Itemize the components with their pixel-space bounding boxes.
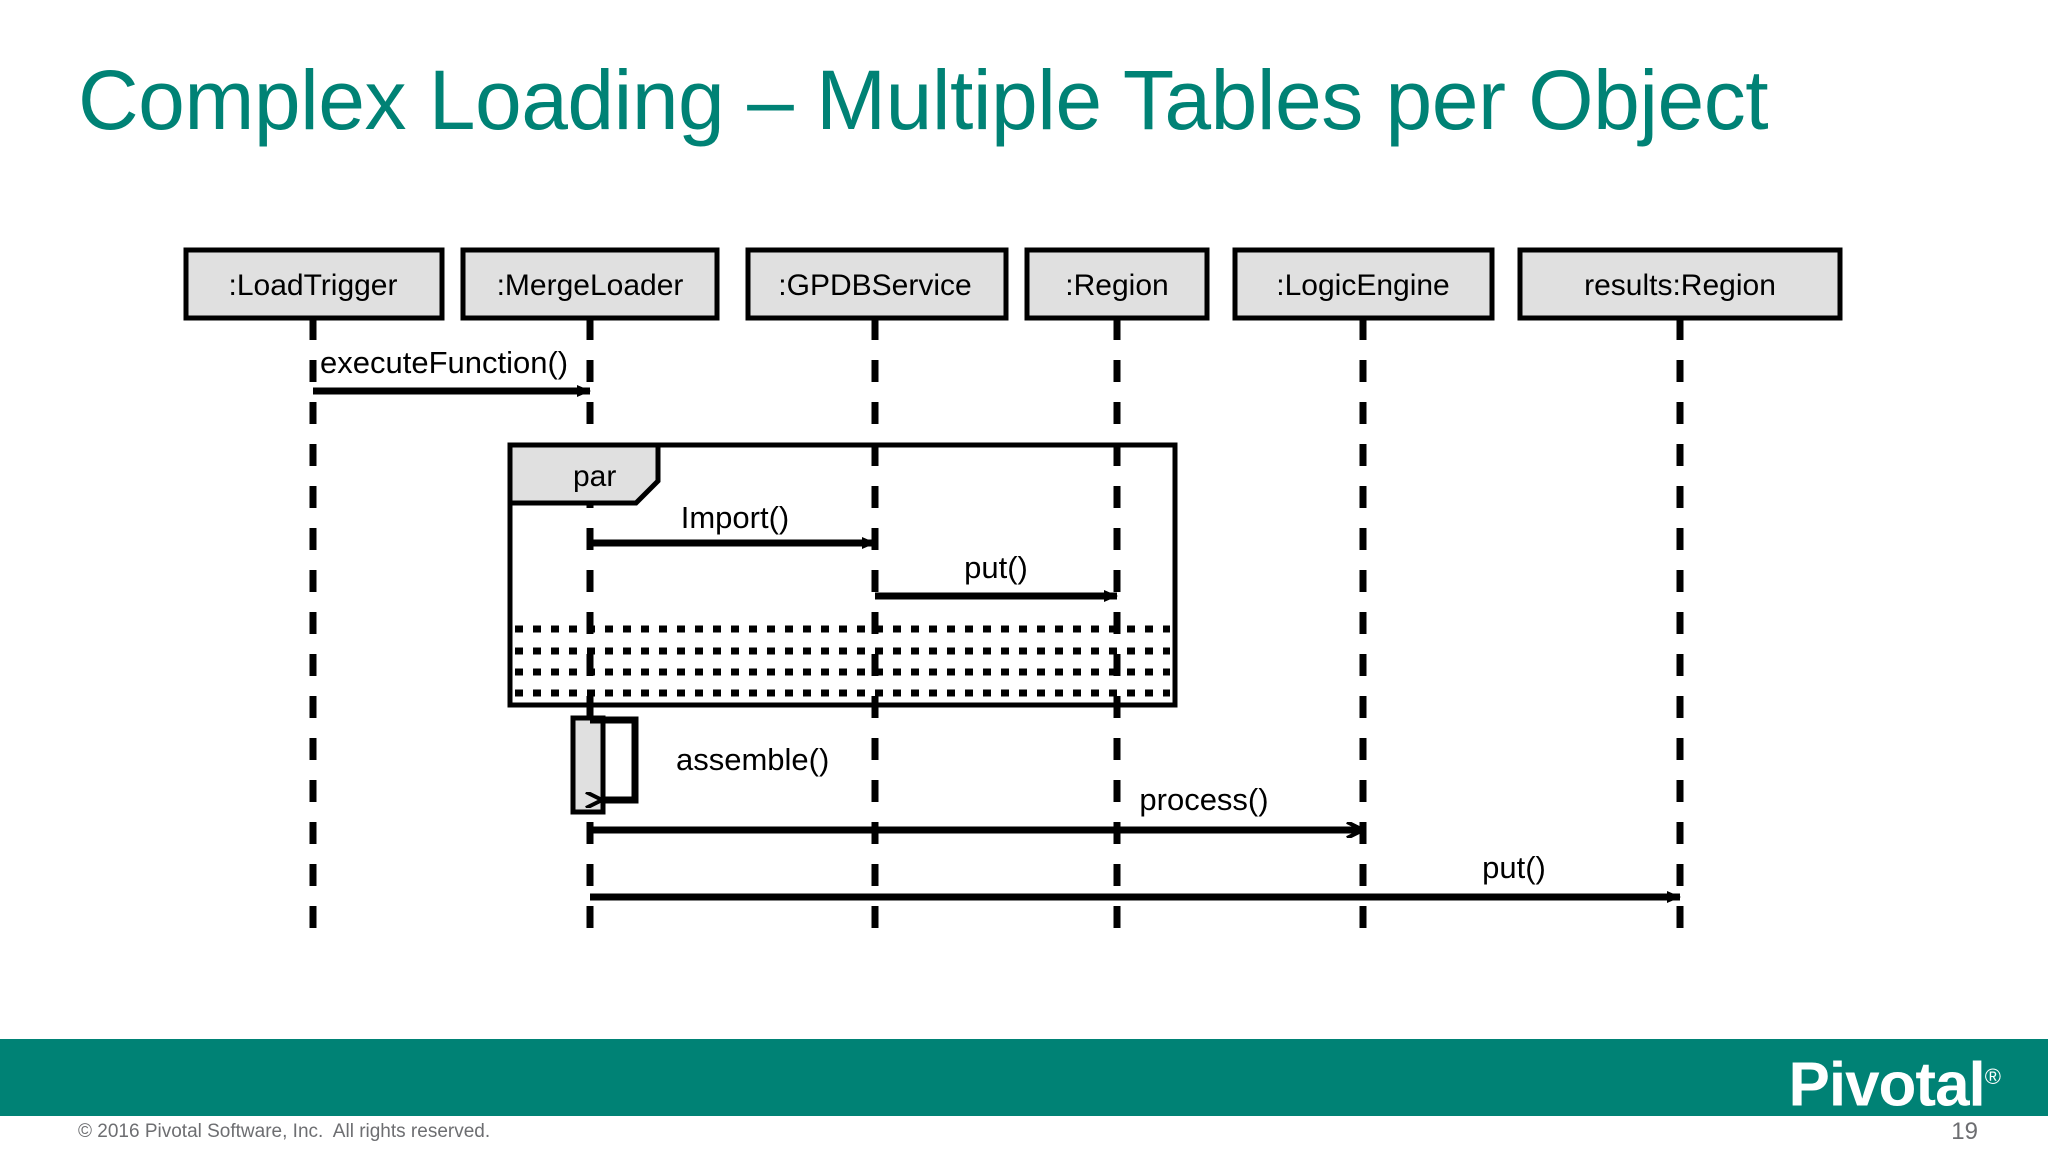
message-label: put()	[964, 550, 1028, 585]
lifeline-logicengine: :LogicEngine	[1232, 247, 1495, 940]
message-executefunction: executeFunction()	[313, 345, 591, 397]
message-label: executeFunction()	[320, 345, 568, 380]
lifeline-label: :LoadTrigger	[229, 269, 398, 302]
lifeline-header-box	[1232, 247, 1495, 321]
footer-band	[0, 1039, 2048, 1116]
self-message-label: assemble()	[676, 742, 829, 777]
self-message-loop	[590, 716, 639, 800]
pivotal-logo: Pivotal®	[1788, 1044, 2001, 1120]
pivotal-logo-wordmark: Pivotal	[1788, 1050, 1985, 1120]
messages-group: executeFunction() Import() put() process() p…	[313, 345, 1681, 903]
self-message-assemble: assemble()	[570, 715, 829, 815]
registered-trademark-icon: ®	[1984, 1064, 2001, 1089]
message-import: Import()	[590, 500, 876, 549]
lifelines-group: :LoadTrigger :MergeLoader :GPDBService :Reg…	[183, 247, 1843, 940]
message-label: Import()	[681, 500, 790, 535]
page-number: 19	[1951, 1118, 1978, 1145]
lifeline-gpdbservice: :GPDBService	[745, 247, 1009, 940]
lifeline-header-box	[183, 247, 445, 321]
lifeline-label: results:Region	[1584, 269, 1776, 302]
lifeline-mergeloader: :MergeLoader	[460, 247, 720, 940]
lifeline-loadtrigger: :LoadTrigger	[183, 247, 445, 940]
message-label: process()	[1139, 782, 1268, 817]
lifeline-label: :LogicEngine	[1276, 269, 1449, 302]
lifeline-header-box	[1024, 247, 1210, 321]
lifeline-header-box	[745, 247, 1009, 321]
par-fragment-group: par	[507, 442, 1178, 708]
lifeline-label: :GPDBService	[778, 269, 971, 302]
copyright-notice: © 2016 Pivotal Software, Inc. All rights…	[78, 1121, 491, 1142]
fragment-operator-label: par	[573, 460, 616, 493]
lifeline-region: :Region	[1024, 247, 1210, 940]
fragment-frame	[507, 442, 1178, 708]
par-fragment: par	[507, 442, 1178, 708]
message-put-region: put()	[875, 550, 1118, 602]
self-message-group: assemble()	[570, 715, 829, 815]
lifeline-header-box	[1517, 247, 1843, 321]
fragment-operator-tab	[507, 442, 661, 506]
lifeline-label: :Region	[1065, 269, 1168, 302]
lifeline-label: :MergeLoader	[497, 269, 684, 302]
message-label: put()	[1482, 850, 1546, 885]
message-process: process()	[590, 782, 1363, 830]
lifeline-header-box	[460, 247, 720, 321]
lifeline-resultsregion: results:Region	[1517, 247, 1843, 940]
message-put-results: put()	[590, 850, 1681, 903]
activation-bar	[570, 715, 606, 815]
page-title: Complex Loading – Multiple Tables per Ob…	[78, 53, 1769, 147]
